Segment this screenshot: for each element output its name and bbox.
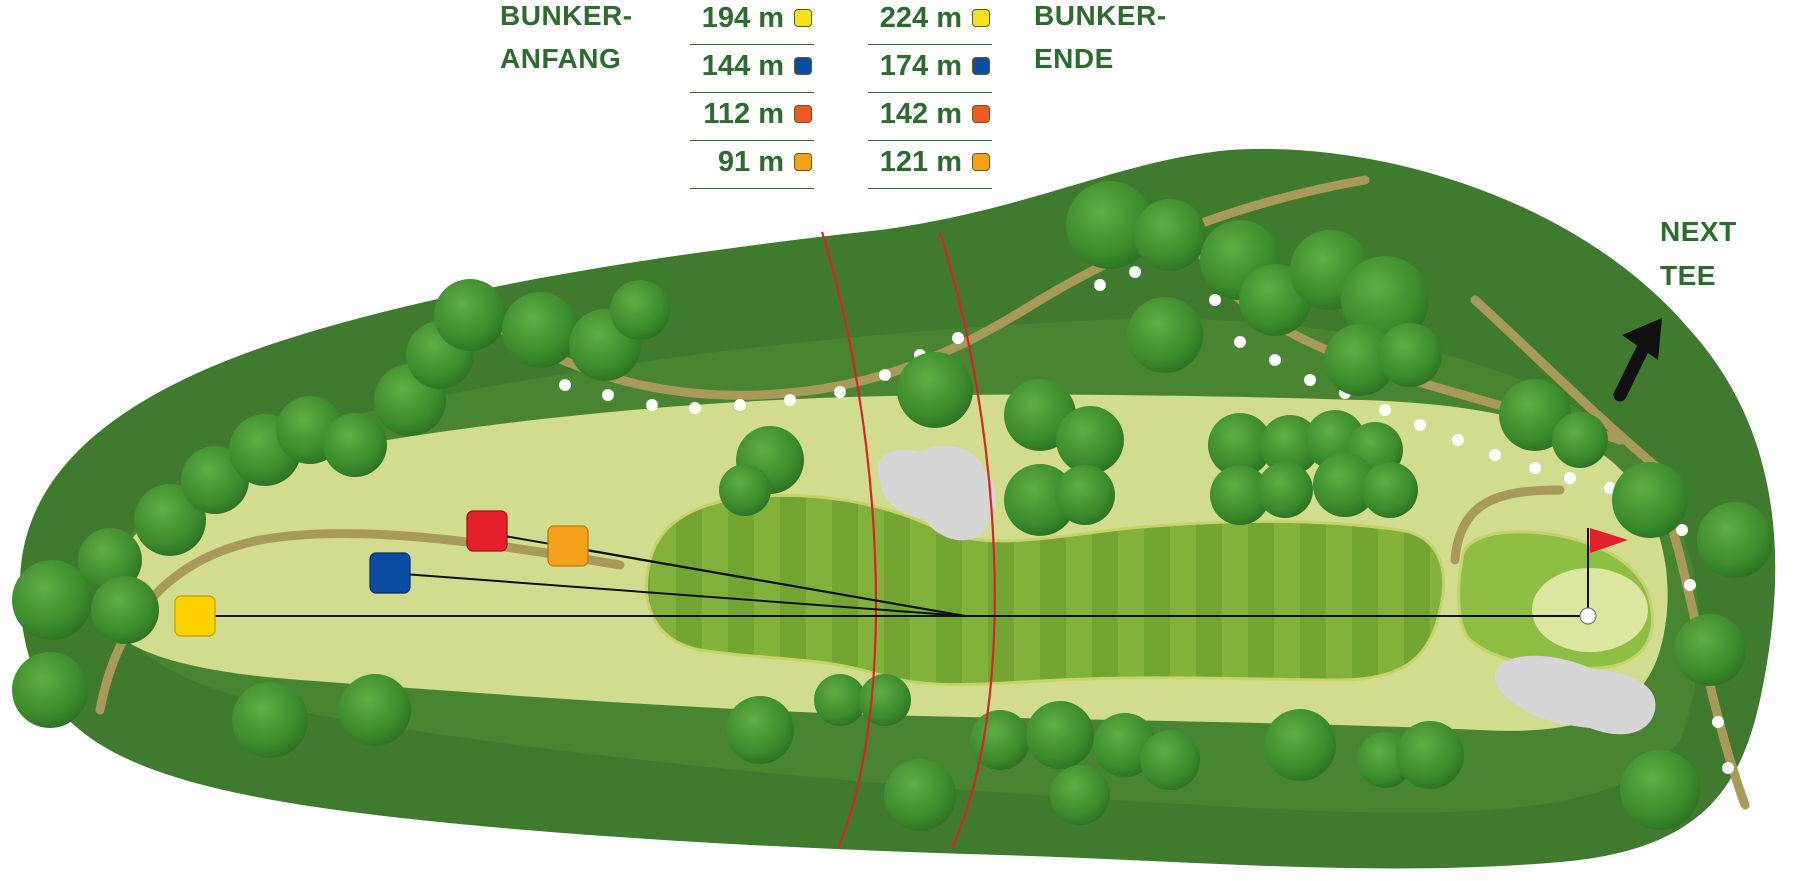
tee-marker-yellow: [174, 595, 216, 637]
distance-row: 91 m: [690, 144, 814, 189]
distance-row: 112 m: [690, 96, 814, 141]
bunker-start-label-line2: ANFANG: [500, 43, 622, 74]
tee-color-swatch-blue: [972, 57, 990, 75]
distance-value: 194 m: [701, 2, 784, 34]
bunker-end-label-line2: ENDE: [1034, 43, 1114, 74]
trees: [12, 181, 1773, 831]
flag-icon: [1590, 528, 1628, 553]
next-tee-arrow-icon: [1613, 318, 1662, 402]
distance-row: 194 m: [690, 0, 814, 45]
bunker-end-label-line1: BUNKER-: [1034, 0, 1167, 31]
bunker-start-arc: [820, 231, 878, 849]
greenside-bunker: [1494, 655, 1656, 735]
tee-marker-blue: [369, 552, 411, 594]
distance-row: 224 m: [868, 0, 992, 45]
distance-value: 121 m: [879, 146, 962, 178]
hole-cup: [1579, 607, 1597, 625]
distance-row: 121 m: [868, 144, 992, 189]
tee-color-swatch-blue: [794, 57, 812, 75]
sight-lines: [195, 528, 1589, 617]
tee-marker-orange: [547, 525, 589, 567]
next-tee-label-line1: NEXT: [1660, 216, 1737, 247]
bunker-end-label: BUNKER- ENDE: [1034, 0, 1167, 75]
fairway-bunker: [877, 445, 996, 541]
distance-row: 142 m: [868, 96, 992, 141]
bunker-end-arc: [938, 232, 996, 849]
fairway: [645, 493, 1446, 687]
bunker-start-label-line1: BUNKER-: [500, 0, 633, 31]
out-of-bounds-stakes: [559, 256, 1744, 818]
distance-value: 174 m: [879, 50, 962, 82]
tee-color-swatch-yellow: [794, 9, 812, 27]
next-tee-label-line2: TEE: [1660, 260, 1716, 291]
tee-color-swatch-red: [794, 105, 812, 123]
tee-color-swatch-orange: [972, 153, 990, 171]
distance-value: 112 m: [703, 98, 784, 130]
tee-color-swatch-yellow: [972, 9, 990, 27]
next-tee-label: NEXT TEE: [1660, 216, 1737, 292]
tee-marker-red: [466, 510, 508, 552]
distance-row: 174 m: [868, 48, 992, 93]
bunker-start-label: BUNKER- ANFANG: [500, 0, 633, 75]
distance-value: 144 m: [701, 50, 784, 82]
tee-color-swatch-red: [972, 105, 990, 123]
tee-color-swatch-orange: [794, 153, 812, 171]
distance-value: 91 m: [717, 146, 784, 178]
distance-value: 142 m: [879, 98, 962, 130]
distance-row: 144 m: [690, 48, 814, 93]
distance-value: 224 m: [879, 2, 962, 34]
